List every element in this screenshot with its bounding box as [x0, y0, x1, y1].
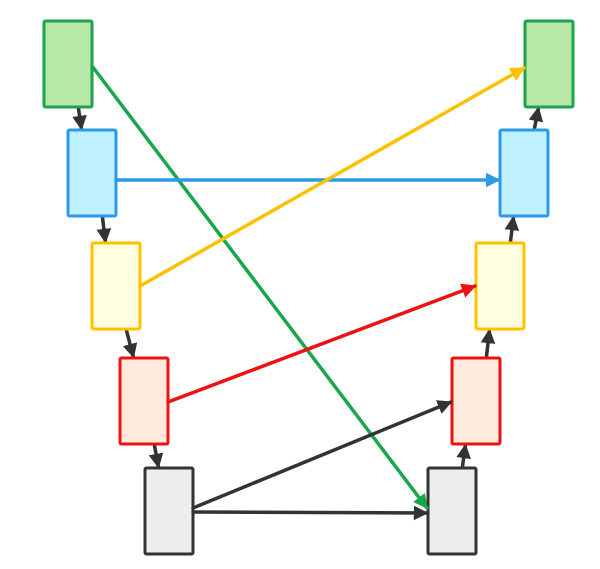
cross-arrow-l4-to-r3	[166, 283, 477, 404]
chain-arrow-L1-L2	[72, 107, 87, 131]
chain-arrow-R5-R4	[456, 443, 471, 468]
chain-arrow-L4-L5	[148, 444, 164, 469]
node-l1-green	[42, 19, 94, 109]
node-r3-yellow	[474, 241, 526, 331]
node-r4-red	[450, 356, 502, 446]
chain-arrow-L3-L4	[122, 329, 138, 359]
node-r2-blue	[498, 128, 550, 218]
nodes-layer	[42, 19, 575, 556]
node-l5-gray	[143, 466, 195, 556]
node-r5-gray	[426, 466, 478, 556]
chain-links-layer	[72, 106, 544, 469]
chain-arrow-R2-R1	[528, 106, 544, 130]
chain-arrow-R4-R3	[480, 328, 496, 358]
node-l4-red	[118, 356, 170, 446]
chain-arrow-L2-L3	[96, 216, 112, 244]
cross-arrow-l3-to-r1	[138, 66, 526, 288]
cross-arrow-l5-to-r5	[191, 505, 429, 521]
node-l2-blue	[66, 128, 118, 218]
cross-arrow-l5-to-r4	[191, 400, 453, 510]
chain-arrow-R3-R2	[504, 215, 520, 243]
node-l3-yellow	[90, 241, 142, 331]
node-r1-green	[523, 19, 575, 109]
cross-links-layer	[90, 64, 526, 521]
